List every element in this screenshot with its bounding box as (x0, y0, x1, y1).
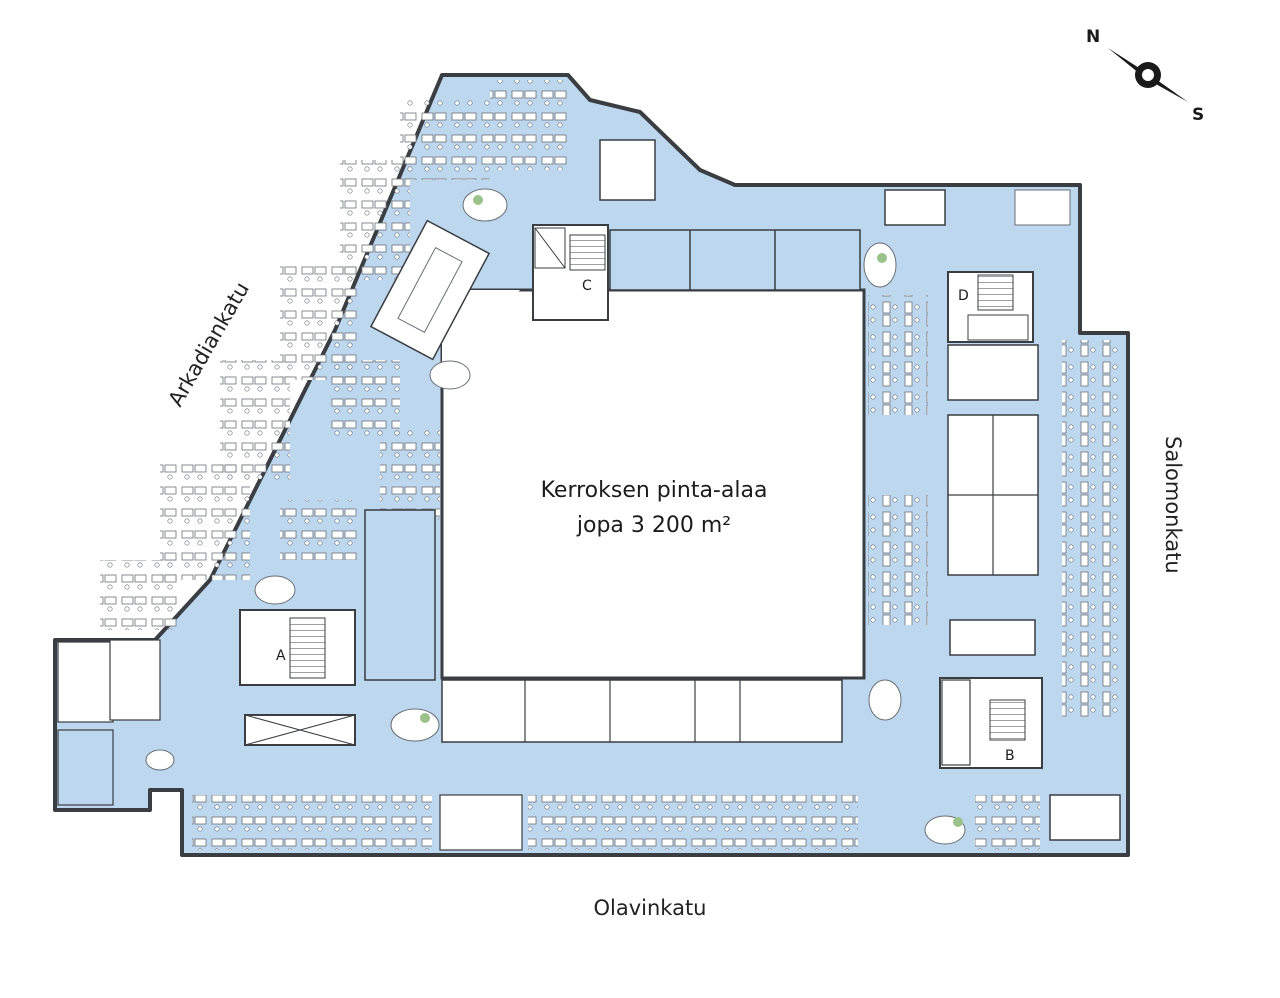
desk-area-east (868, 295, 1124, 720)
floor-area-line2: jopa 3 200 m² (576, 513, 731, 538)
core-d: D (947, 271, 1034, 343)
street-label-olavinkatu: Olavinkatu (593, 896, 706, 920)
floor-area-line1: Kerroksen pinta-alaa (541, 478, 768, 503)
compass-icon: N S (1086, 27, 1204, 125)
meeting-rooms-east (947, 344, 1039, 656)
meeting-rooms-south (441, 679, 843, 743)
rooms-north (599, 139, 1071, 291)
desk-area-south (192, 794, 1121, 851)
rooms-west (57, 509, 436, 806)
core-c: C (532, 224, 609, 321)
desk-area-northwest (100, 80, 570, 630)
compass-south: S (1192, 105, 1204, 125)
compass-north: N (1086, 27, 1100, 47)
core-d-label: D (958, 288, 969, 304)
core-c-label: C (582, 278, 592, 294)
core-a: A (239, 609, 356, 746)
courtyard-corner (442, 290, 520, 380)
core-b: B (939, 677, 1043, 769)
core-b-label: B (1005, 748, 1015, 764)
courtyard (440, 288, 866, 680)
lounge-plants (145, 188, 966, 845)
meeting-room-nw (369, 219, 491, 361)
street-label-salomonkatu: Salomonkatu (1161, 436, 1185, 574)
core-a-label: A (276, 648, 286, 664)
